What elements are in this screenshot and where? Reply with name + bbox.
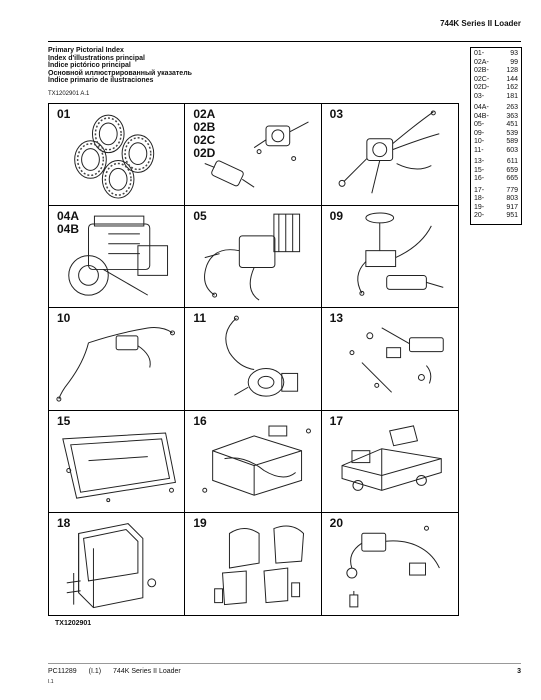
cell-label: 16 <box>193 413 207 428</box>
index-row-15[interactable]: 15-659 <box>474 166 518 174</box>
cell-15[interactable]: 15 <box>49 410 186 513</box>
pump-icon <box>225 316 299 398</box>
index-row-18[interactable]: 18-803 <box>474 195 518 202</box>
index-row-16[interactable]: 16-665 <box>474 175 518 182</box>
footer-doc-id: PC11289 <box>48 668 77 675</box>
footer-model: 744K Series II Loader <box>113 668 181 675</box>
footer-left: PC11289 (I.1) 744K Series II Loader <box>48 668 191 675</box>
index-row-11[interactable]: 11-603 <box>474 146 518 154</box>
cell-label: 03 <box>329 107 344 121</box>
cell-label: 09 <box>329 209 344 224</box>
cell-17[interactable]: 17 <box>321 411 458 513</box>
index-row-04a[interactable]: 04A-263 <box>474 104 518 111</box>
heading-line: Index d'illustrations principal <box>48 54 145 62</box>
harness-frame-icon <box>202 425 312 496</box>
engine-icon <box>68 215 169 296</box>
index-row-10[interactable]: 10-589 <box>474 138 518 145</box>
footer-small-code: I.1 <box>48 679 54 685</box>
cell-19[interactable]: 19 <box>185 512 322 615</box>
index-row-02b[interactable]: 02B-128 <box>474 67 518 74</box>
wiring-harness-icon <box>56 327 175 402</box>
cell-02[interactable]: 02A 02B 02C 02D <box>185 104 322 207</box>
index-row-13[interactable]: 13-611 <box>474 158 518 165</box>
heading-line: Índice primario de ilustraciones <box>48 77 154 85</box>
cell-label: 05 <box>193 209 207 224</box>
image-reference: TX1202901 A.1 <box>48 91 90 97</box>
cell-13[interactable]: 13 <box>321 308 458 411</box>
index-row-17[interactable]: 17-779 <box>474 186 518 194</box>
heading-line: Основной иллюстрированный указатель <box>48 69 192 77</box>
header-rule <box>48 41 521 42</box>
cell-16[interactable]: 16 <box>185 410 322 513</box>
cell-label: 20 <box>329 515 344 530</box>
frame-icon <box>341 424 442 491</box>
cell-04[interactable]: 04A 04B <box>49 206 186 309</box>
section-index-box: 01-93 02A-99 02B-128 02C-144 02D-162 03-… <box>470 47 522 225</box>
cell-label: 18 <box>57 515 71 530</box>
pictorial-grid: 01 02A 02B 02C 02D 03 <box>48 103 459 616</box>
footer-rule <box>48 663 521 664</box>
index-row-19[interactable]: 19-917 <box>474 203 518 211</box>
index-row-05[interactable]: 05-451 <box>474 121 518 128</box>
cell-03[interactable]: 03 <box>321 104 458 207</box>
index-row-03[interactable]: 03-181 <box>474 92 518 100</box>
footer-revision: (I.1) <box>88 668 102 675</box>
index-row-01[interactable]: 01-93 <box>474 50 518 57</box>
index-row-09[interactable]: 09-539 <box>474 129 518 137</box>
shield-panel-icon <box>62 432 177 502</box>
cell-11[interactable]: 11 <box>185 308 322 411</box>
cell-label: 13 <box>329 311 344 326</box>
cell-09[interactable]: 09 <box>321 206 458 309</box>
index-row-02c[interactable]: 02C-144 <box>474 75 518 83</box>
index-row-04b[interactable]: 04B-363 <box>474 112 518 120</box>
heading-line: Primary Pictorial Index <box>48 47 124 54</box>
cell-05[interactable]: 05 <box>185 206 322 309</box>
page-number: 3 <box>517 668 521 675</box>
heading-block: Primary Pictorial Index Index d'illustra… <box>48 47 192 85</box>
cell-label: 04A 04B <box>57 209 80 237</box>
heading-line: Índice pictórico principal <box>48 62 131 70</box>
cell-10[interactable]: 10 <box>49 308 186 411</box>
cell-label: 10 <box>57 311 71 326</box>
brake-lines-icon <box>338 110 440 194</box>
drivetrain-icon <box>204 121 310 188</box>
cell-20[interactable]: 20 <box>322 513 458 615</box>
cell-label: 02A 02B 02C 02D <box>193 107 216 160</box>
linkage-icon <box>349 327 444 394</box>
fenders-icon <box>214 525 305 605</box>
cell-label: 17 <box>329 413 344 428</box>
cab-icon <box>66 522 157 608</box>
accessories-icon <box>346 525 440 608</box>
steering-icon <box>356 212 444 296</box>
index-row-02a[interactable]: 02A-99 <box>474 58 518 66</box>
index-row-02d[interactable]: 02D-162 <box>474 84 518 91</box>
cell-label: 11 <box>193 311 207 326</box>
cell-label: 15 <box>57 413 71 428</box>
cell-18[interactable]: 18 <box>49 512 186 615</box>
index-row-20[interactable]: 20-951 <box>474 212 518 219</box>
tires-icon <box>74 114 155 199</box>
header-title: 744K Series II Loader <box>440 19 521 28</box>
grid-reference: TX1202901 <box>55 620 92 627</box>
cell-label: 19 <box>193 515 207 530</box>
cell-01[interactable]: 01 <box>49 104 186 207</box>
engine-assembly-icon <box>204 213 301 301</box>
cell-label: 01 <box>57 107 71 121</box>
